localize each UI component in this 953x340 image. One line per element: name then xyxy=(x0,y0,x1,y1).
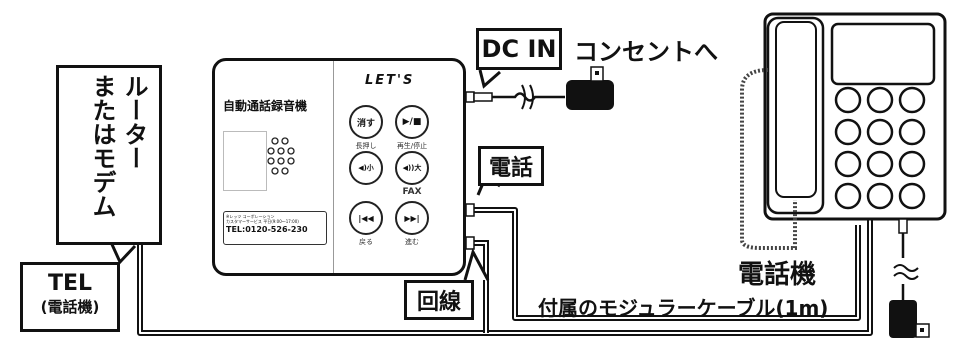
kaisen-callout-pointer xyxy=(463,248,490,281)
tilde-break-icon-4 xyxy=(893,272,919,280)
router-label-line2: またはモデム xyxy=(88,74,116,218)
recorder-device: 自動通話録音機 ※レッツ コーポレーション カスタマーサービス 平日(9:00〜… xyxy=(212,58,466,276)
play-stop-button[interactable]: ▶/■ xyxy=(395,105,429,139)
dc-in-box: DC IN xyxy=(476,28,562,70)
play-stop-button-label: ▶/■ xyxy=(402,117,422,127)
delete-button[interactable]: 消す xyxy=(349,105,383,139)
outlet-label: コンセントへ xyxy=(574,38,718,66)
forward-button[interactable]: ▶▶| xyxy=(395,201,429,235)
device-divider xyxy=(333,61,334,273)
delete-button-caption: 長押し xyxy=(355,142,377,150)
ac-adapter-icon xyxy=(566,66,614,110)
device-title: 自動通話録音機 xyxy=(223,99,308,113)
service-phone: TEL:0120-526-230 xyxy=(226,225,308,234)
line-cable-inner xyxy=(471,242,487,333)
dc-port xyxy=(465,91,475,103)
tel-label-box: TEL (電話機) xyxy=(20,262,120,332)
dcin-callout-pointer xyxy=(478,69,501,89)
dc-in-label: DC IN xyxy=(481,35,557,63)
dc-cord xyxy=(492,92,565,102)
forward-button-label: ▶▶| xyxy=(404,213,420,223)
delete-button-label: 消す xyxy=(356,118,375,129)
service-info-line1: ※レッツ コーポレーション xyxy=(226,214,275,219)
tel-sub-label: (電話機) xyxy=(40,298,100,316)
tilde-break-icon-3 xyxy=(893,264,919,272)
service-info-line2: カスタマーサービス 平日(9:00〜17:00) xyxy=(226,219,299,224)
tilde-break-icon-2 xyxy=(529,84,534,110)
router-cable-inner xyxy=(139,210,871,334)
kaisen-label: 回線 xyxy=(416,290,461,315)
tilde-break-icon xyxy=(521,84,526,110)
tel-callout-pointer xyxy=(108,239,137,265)
volume-down-button-label: ◀)小 xyxy=(358,164,374,172)
volume-up-button-label: ◀))大 xyxy=(402,164,422,172)
rewind-button-caption: 戻る xyxy=(359,238,373,246)
phone-port xyxy=(465,203,475,217)
device-screen xyxy=(223,131,267,191)
tel-label: TEL xyxy=(47,271,93,296)
cable-label: 付属のモジュラーケーブル(1m) xyxy=(538,296,829,320)
volume-up-button[interactable]: ◀))大 xyxy=(395,151,429,185)
router-box: ルーター またはモデム xyxy=(56,65,162,245)
telephone-label: 電話機 xyxy=(738,260,817,290)
forward-button-caption: 進む xyxy=(405,238,419,246)
device-brand: LET'S xyxy=(365,73,415,88)
kaisen-box: 回線 xyxy=(404,280,474,320)
telephone-icon xyxy=(763,12,947,221)
phone-cable-inner xyxy=(471,209,859,319)
router-label-line1: ルーター xyxy=(120,74,148,170)
coiled-cord xyxy=(740,68,797,250)
service-info: ※レッツ コーポレーション カスタマーサービス 平日(9:00〜17:00) T… xyxy=(223,211,327,245)
ac-adapter-icon xyxy=(889,300,930,338)
rewind-button[interactable]: |◀◀ xyxy=(349,201,383,235)
fax-caption: FAX xyxy=(402,187,422,197)
speaker-grille xyxy=(267,137,295,175)
play-stop-button-caption: 再生/停止 xyxy=(396,142,428,150)
denwa-box: 電話 xyxy=(478,146,544,186)
denwa-label: 電話 xyxy=(488,156,533,181)
rewind-button-label: |◀◀ xyxy=(358,213,374,223)
phone-power-plug xyxy=(898,218,908,234)
dc-plug xyxy=(473,92,493,102)
line-port xyxy=(465,236,475,250)
volume-down-button[interactable]: ◀)小 xyxy=(349,151,383,185)
